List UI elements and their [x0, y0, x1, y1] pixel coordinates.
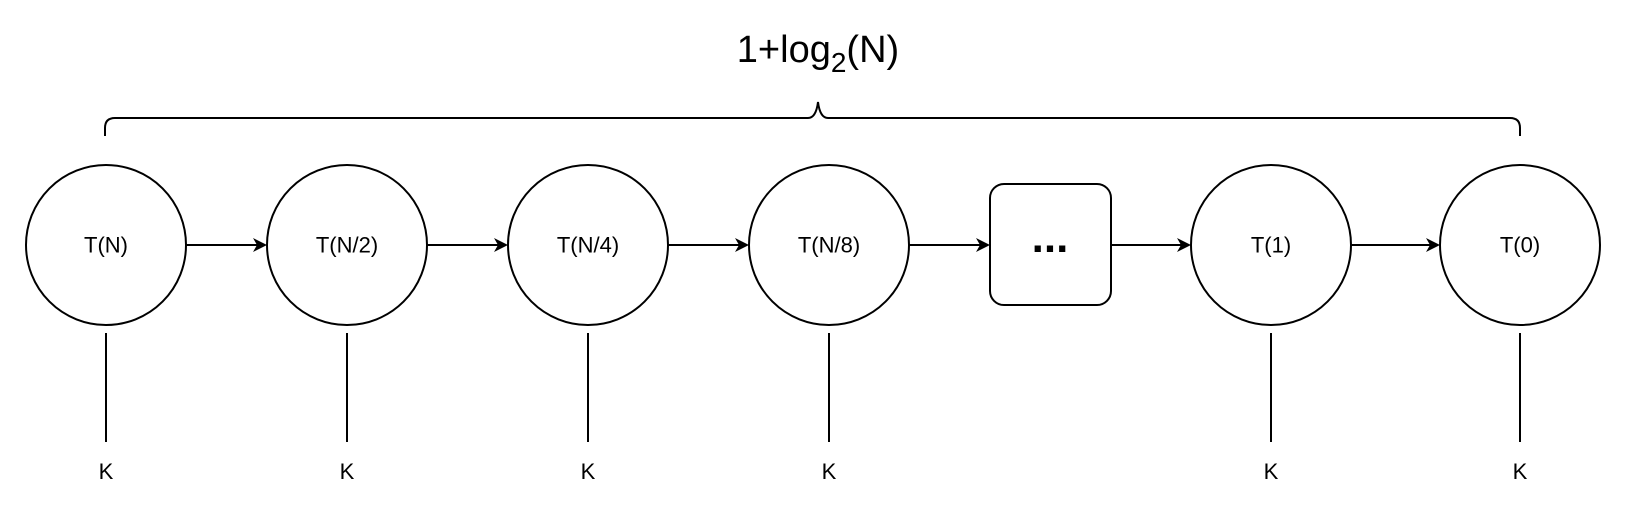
k-label: K [581, 459, 596, 484]
node-ellipsis: ... [989, 183, 1112, 306]
node-t-0: T(0) [1439, 164, 1601, 326]
k-label: K [1264, 459, 1279, 484]
node-label: T(N/4) [557, 233, 619, 258]
k-label: K [99, 459, 114, 484]
title-subscript: 2 [831, 47, 847, 78]
k-label: K [340, 459, 355, 484]
ellipsis-label: ... [1032, 213, 1069, 262]
diagram-title: 1+log2(N) [737, 29, 899, 78]
k-label: K [1513, 459, 1528, 484]
title-prefix: 1+log [737, 29, 831, 71]
node-label: T(N/8) [798, 233, 860, 258]
node-label: T(0) [1500, 233, 1540, 258]
k-label: K [822, 459, 837, 484]
node-t-n-over-8: T(N/8) [748, 164, 910, 326]
node-t-n-over-2: T(N/2) [266, 164, 428, 326]
span-brace [104, 101, 1521, 136]
node-circle [1439, 164, 1601, 326]
node-t-n-over-4: T(N/4) [507, 164, 669, 326]
node-label: T(N) [84, 233, 128, 258]
node-label: T(1) [1251, 233, 1291, 258]
title-suffix: (N) [846, 29, 899, 71]
node-label: T(N/2) [316, 233, 378, 258]
node-t-1: T(1) [1190, 164, 1352, 326]
node-t-n: T(N) [25, 164, 187, 326]
